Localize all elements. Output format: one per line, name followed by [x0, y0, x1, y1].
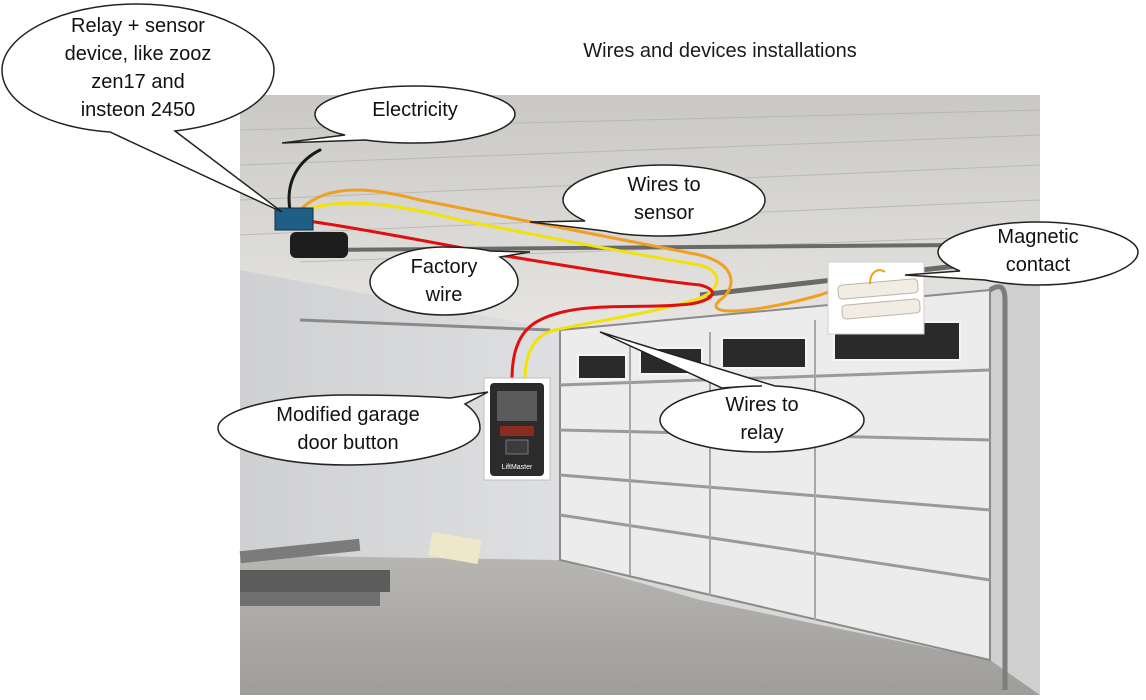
wires [287, 148, 887, 382]
callout-magnetic-contact-line-1: Magnetic [997, 226, 1079, 248]
diagram-title: Wires and devices installations [583, 40, 857, 62]
callout-electricity-bubble [281, 85, 516, 144]
callout-wires-to-sensor-bubble [529, 164, 766, 237]
callout-factory-wire-line-1: Factory [410, 256, 478, 278]
callout-wires-to-sensor: Wires to sensor [575, 168, 753, 230]
callout-modified-button-bubble [217, 391, 489, 466]
opener-motor [290, 232, 348, 258]
callout-electricity: Electricity [325, 95, 505, 125]
callout-electricity-line-1: Electricity [372, 99, 458, 121]
callout-relay-device-line-3: zen17 and [91, 71, 185, 93]
callout-factory-wire-line-2: wire [425, 284, 463, 306]
wire-black [287, 148, 322, 212]
button-brand-label: LiftMaster [502, 464, 533, 471]
callout-modified-button: Modified garage door button [232, 399, 464, 459]
relay-sensor-box [274, 207, 314, 231]
callout-wires-to-relay-line-1: Wires to [725, 394, 799, 416]
callouts [1, 3, 1139, 466]
callout-wires-to-relay: Wires to relay [672, 390, 852, 448]
callout-wires-to-relay-line-2: relay [740, 422, 784, 444]
callout-wires-to-relay-bubble [599, 331, 865, 453]
callout-factory-wire: Factory wire [378, 252, 510, 310]
callout-factory-wire-bubble [369, 246, 531, 316]
callout-magnetic-contact-line-2: contact [1005, 254, 1071, 276]
callout-modified-button-line-2: door button [297, 432, 399, 454]
callout-relay-device-line-2: device, like zooz [64, 43, 212, 65]
callout-magnetic-contact-bubble [904, 221, 1139, 286]
garage-button-inset: LiftMaster [483, 377, 551, 481]
callout-magnetic-contact: Magnetic contact [950, 222, 1126, 280]
callout-wires-to-sensor-line-1: Wires to [627, 174, 701, 196]
magnetic-contact-inset [827, 261, 925, 335]
wire-red [298, 218, 714, 382]
wire-yellow [298, 201, 719, 382]
callout-relay-device-bubble [1, 3, 283, 213]
callout-modified-button-line-1: Modified garage [276, 404, 420, 426]
callout-relay-device: Relay + sensor device, like zooz zen17 a… [20, 10, 256, 126]
callout-relay-device-line-1: Relay + sensor [71, 15, 205, 37]
callout-relay-device-line-4: insteon 2450 [80, 99, 196, 121]
callout-wires-to-sensor-line-2: sensor [633, 202, 695, 224]
wire-orange [298, 188, 887, 313]
